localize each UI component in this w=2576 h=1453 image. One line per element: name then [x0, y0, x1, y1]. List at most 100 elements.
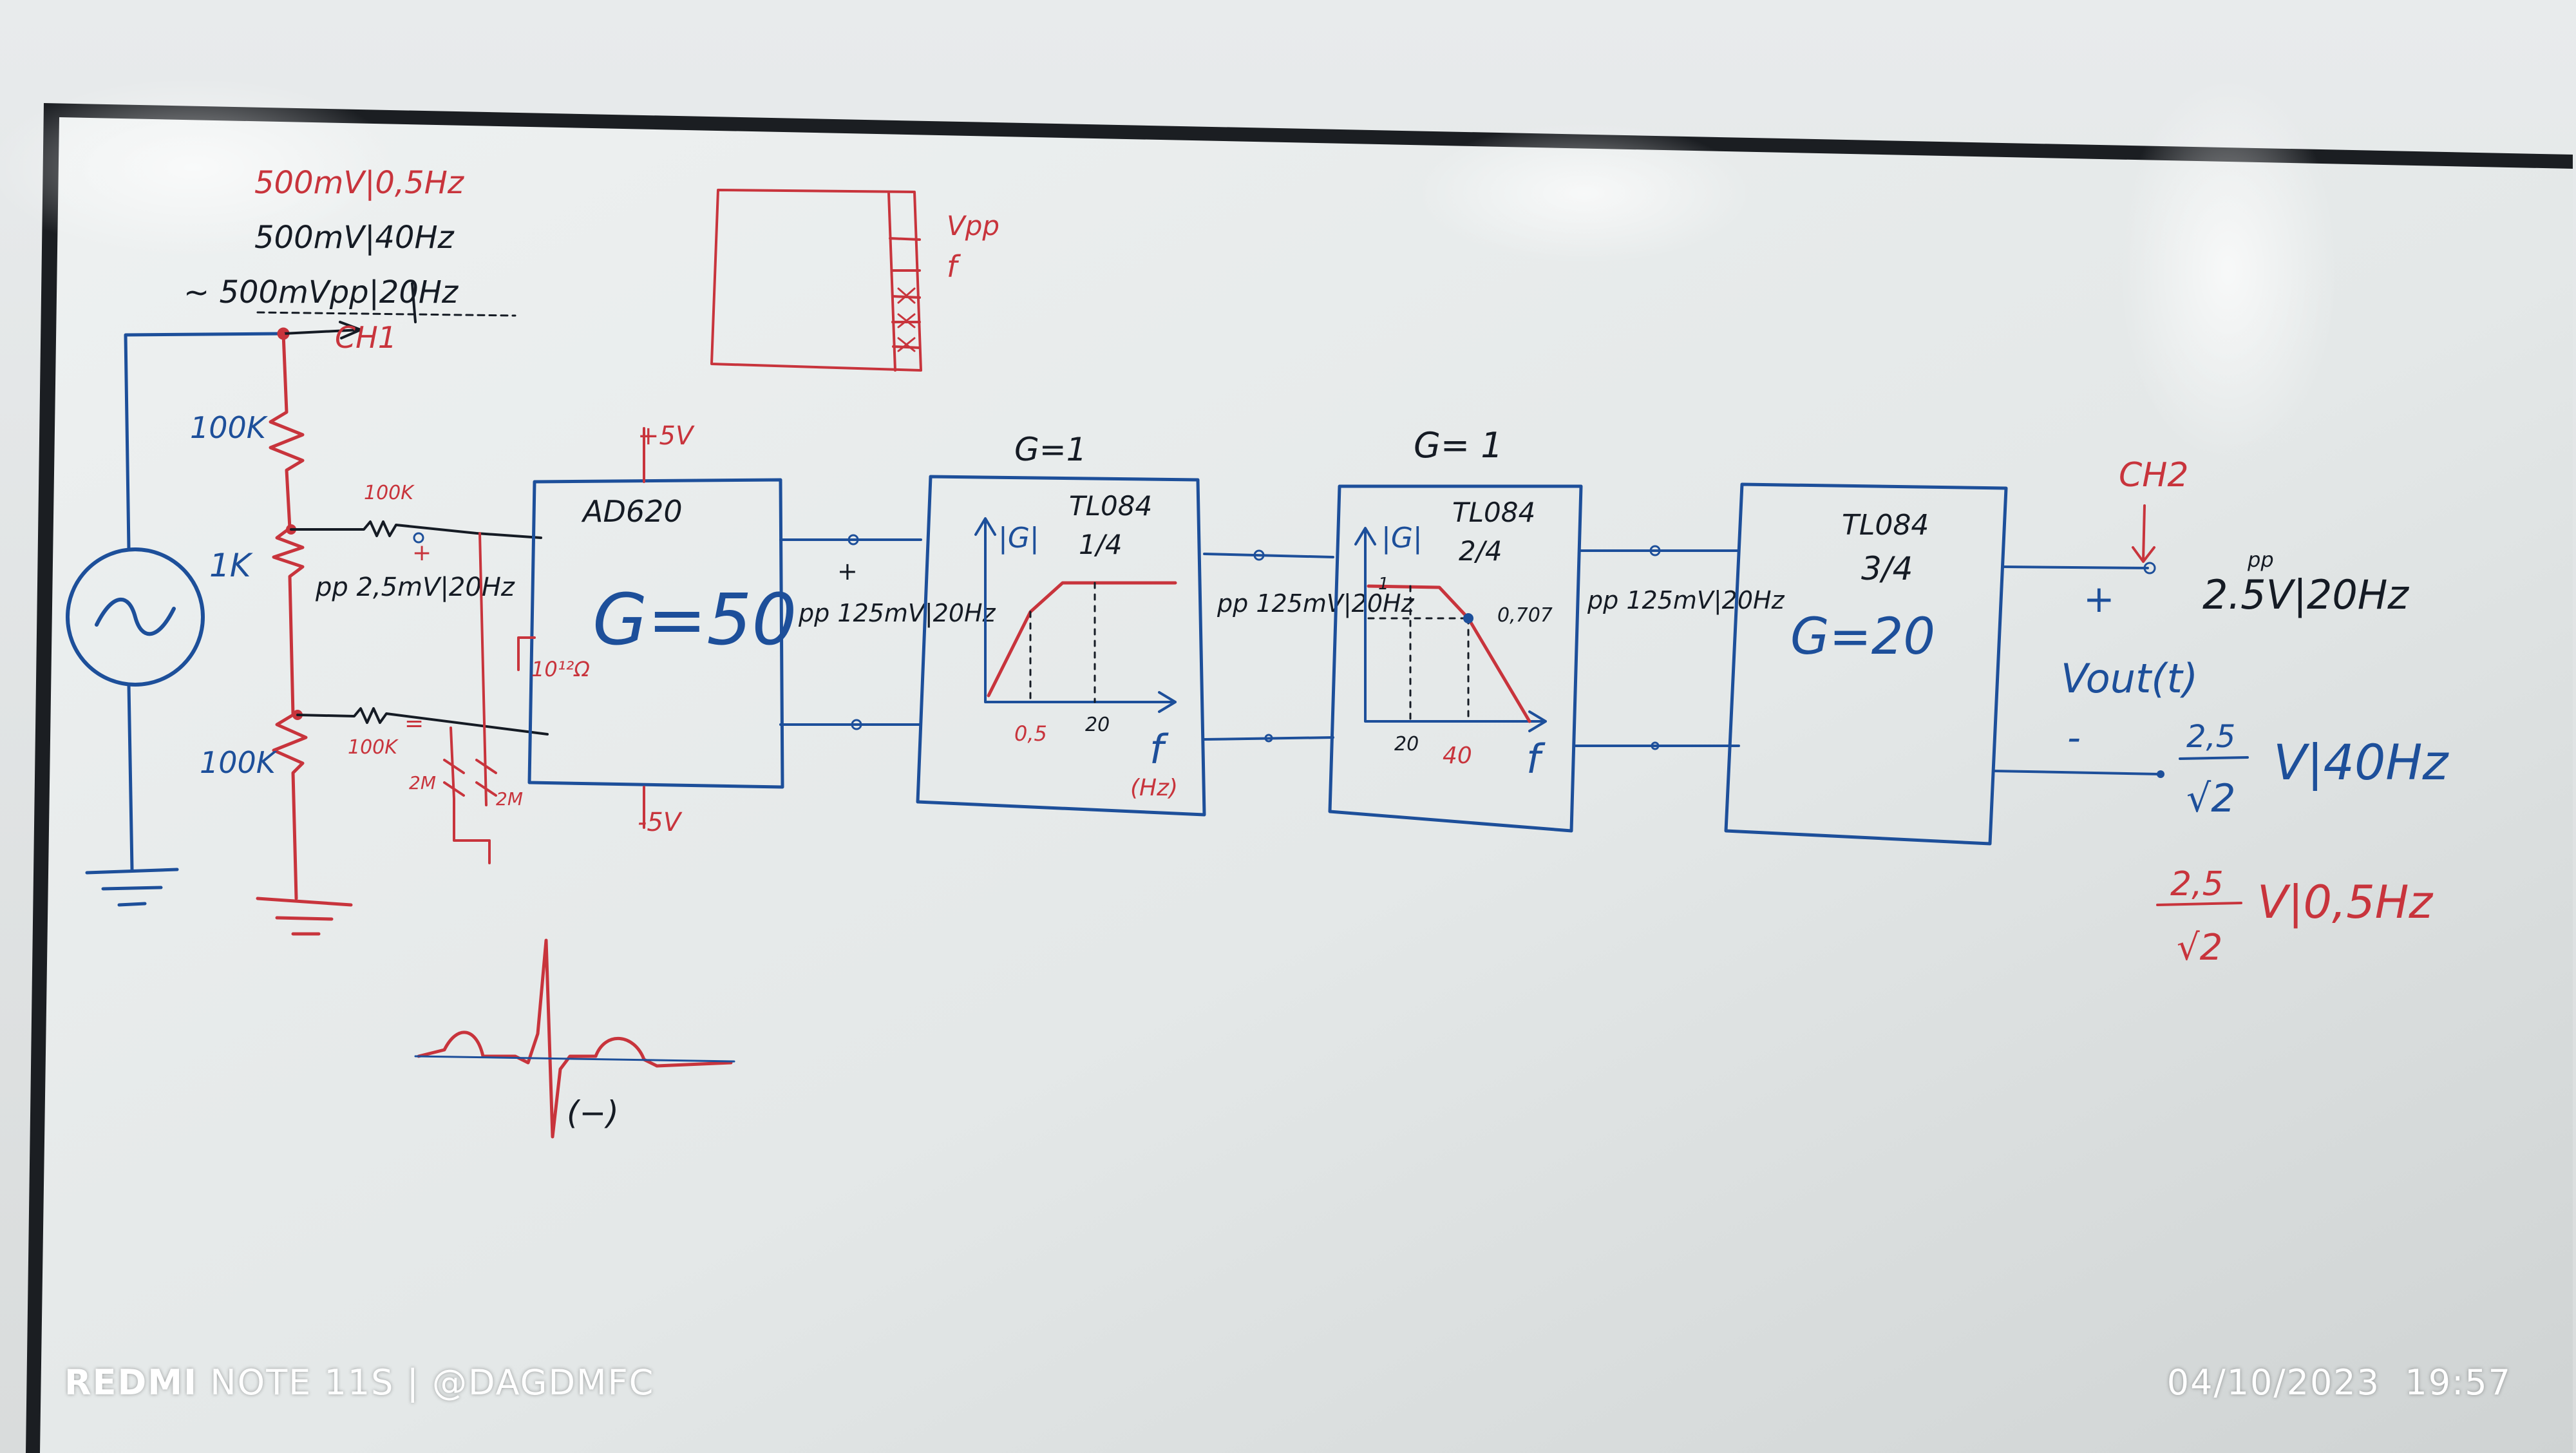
output-amplitude-40hz: V|40Hz: [2273, 734, 2449, 792]
divider-stroke: [411, 282, 417, 323]
lowpass-curve: [1367, 584, 1531, 723]
tl084-stage-2-block: [1328, 484, 1583, 833]
pp-label: pp: [2247, 547, 2274, 572]
board-surface: [40, 117, 2573, 1453]
resistor-label: 100K: [348, 736, 399, 759]
ac-source-symbol: [66, 547, 205, 687]
stage-part-label: 3/4: [1861, 550, 1913, 587]
ch1-label: CH1: [335, 320, 397, 355]
wire: [779, 538, 922, 726]
plus-sign: +: [412, 540, 431, 566]
stage-gain-label: G=20: [1790, 608, 1935, 666]
output-terminal: [2143, 562, 2156, 575]
output-terminal: [2157, 770, 2164, 778]
ch2-label: CH2: [2119, 456, 2189, 495]
stage-part-label: 2/4: [1459, 535, 1502, 567]
output-plus: +: [2083, 577, 2115, 621]
input-signal-label: pp 2,5mV|20Hz: [315, 573, 515, 602]
node-dot: [1649, 545, 1661, 556]
light-reflection: [2119, 77, 2338, 464]
output-minus: -: [2067, 716, 2081, 759]
resistor-label: 100K: [200, 745, 278, 780]
node-dot: [1264, 734, 1273, 743]
vout-label: Vout(t): [2061, 655, 2198, 702]
sine-icon: [95, 597, 176, 636]
resistor-label: 2M: [409, 772, 436, 793]
supply-plus: +5V: [638, 421, 695, 451]
cutoff-value: 0,707: [1497, 604, 1553, 627]
tick-label: 20: [1085, 714, 1110, 736]
fraction-denominator: √2: [2186, 776, 2235, 821]
gain-axis-label: |G|: [998, 522, 1039, 555]
wire: [124, 332, 285, 551]
stage-gain-label: G= 1: [1414, 425, 1503, 466]
light-reflection: [0, 77, 399, 258]
bode-axes: [974, 517, 1177, 713]
minus-sign: =: [404, 710, 424, 737]
cutoff-marker: [1029, 582, 1096, 703]
stage-chip-label: TL084: [1842, 509, 1929, 542]
check-marks: [897, 287, 916, 352]
wire: [296, 707, 549, 736]
stage-gain-label: G=1: [1014, 431, 1086, 468]
resistor-label: 100K: [364, 482, 415, 504]
stage-signal-label: pp 125mV|20Hz: [1217, 589, 1415, 618]
stage-part-label: 1/4: [1079, 529, 1122, 560]
tick-label: 20: [1394, 733, 1419, 755]
unit-label: (Hz): [1130, 775, 1178, 801]
plus-sign: +: [837, 557, 858, 585]
wire: [1992, 565, 2162, 775]
freq-note: 500mV|40Hz: [254, 220, 455, 256]
tl084-stage-1-block: [916, 475, 1206, 817]
output-amplitude-20hz: 2.5V|20Hz: [2202, 571, 2409, 619]
probe-arrow: [2132, 504, 2155, 563]
ecg-waveform: [417, 938, 733, 1139]
ground-symbol: [85, 683, 179, 907]
tick-label: 1: [1378, 575, 1389, 594]
bias-resistors: [443, 532, 497, 864]
resistor-divider: [269, 332, 308, 900]
node-dot: [1651, 741, 1660, 750]
time-label: 19:57: [2405, 1362, 2512, 1403]
light-reflection: [1417, 122, 1752, 264]
ad620-gain: G=50: [592, 578, 797, 661]
tick-label: 40: [1443, 743, 1472, 769]
wire: [1203, 553, 1334, 741]
stage-signal-label: pp 125mV|20Hz: [798, 599, 996, 628]
ad620-label: AD620: [581, 494, 683, 529]
node-dot: [1253, 549, 1265, 561]
cutoff-point: [1463, 613, 1473, 623]
camera-watermark: REDMI NOTE 11S | @DAGDMFC: [64, 1362, 654, 1403]
cutoff-marker: [1367, 585, 1470, 723]
timestamp-watermark: 04/10/2023 19:57: [2167, 1362, 2512, 1403]
tick-label: 0,5: [1014, 721, 1047, 746]
supply-minus: -5V: [638, 808, 683, 837]
output-amplitude-05hz: V|0,5Hz: [2257, 876, 2434, 929]
resistor-label: 100K: [190, 410, 269, 445]
freq-note: 500mV|0,5Hz: [254, 165, 465, 201]
node-dot: [413, 532, 424, 544]
stage-chip-label: TL084: [1069, 490, 1152, 522]
gain-axis-label: |G|: [1381, 522, 1423, 555]
fraction-bar: [2179, 756, 2249, 760]
node-dot: [848, 534, 859, 546]
date-label: 04/10/2023: [2166, 1362, 2381, 1403]
fraction-bar: [2156, 902, 2242, 906]
bode-axes: [1354, 527, 1547, 732]
resistor-label: 1K: [209, 547, 254, 584]
ecg-polarity-label: (−): [567, 1094, 619, 1132]
brand-label: REDMI: [64, 1362, 198, 1403]
stage-chip-label: TL084: [1452, 497, 1535, 528]
wire: [290, 520, 542, 539]
impedance-label: 10¹²Ω: [531, 657, 590, 681]
model-label: NOTE 11S | @DAGDMFC: [198, 1362, 655, 1403]
node-dot: [851, 719, 862, 730]
stage-signal-label: pp 125mV|20Hz: [1587, 586, 1785, 615]
ground-symbol: [256, 897, 353, 936]
table-vpp-label: Vpp: [947, 210, 999, 242]
resistor-label: 2M: [496, 788, 523, 810]
dashed-underline: [256, 311, 516, 317]
impedance-arrow: [517, 636, 536, 671]
highpass-curve: [987, 581, 1177, 698]
